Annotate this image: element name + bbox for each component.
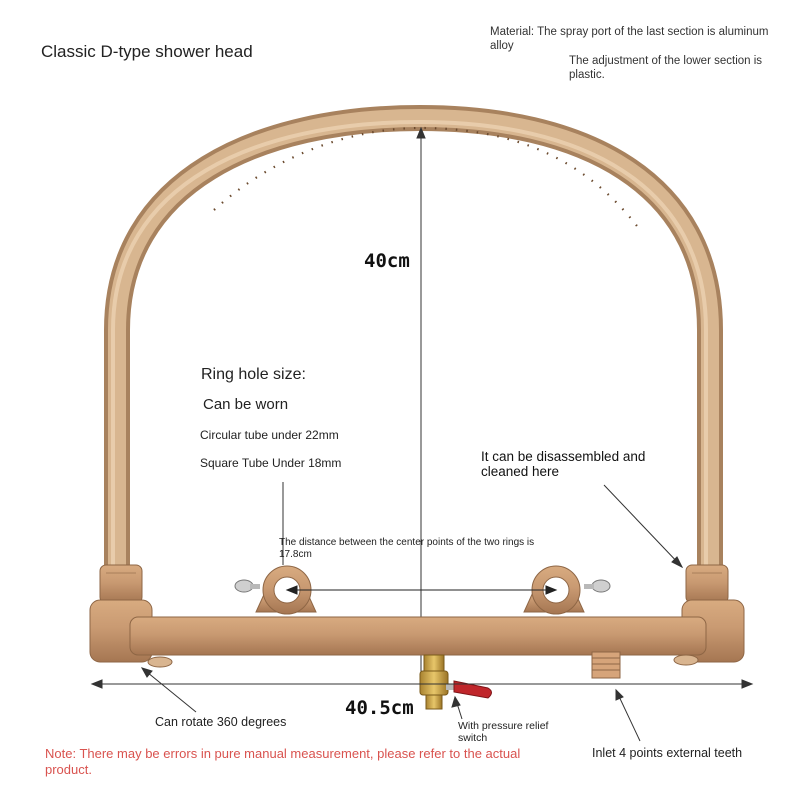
material-note-aluminum: Material: The spray port of the last sec… [490, 26, 769, 52]
spray-arc-tube [104, 104, 723, 588]
pressure-relief-valve [419, 654, 492, 710]
ring-hole-square: Square Tube Under 18mm [200, 456, 342, 470]
page-title: Classic D-type shower head [41, 42, 253, 61]
right-wing-screw [584, 579, 611, 593]
relief-leader [451, 695, 463, 720]
measurement-note: Note: There may be errors in pure manual… [45, 746, 521, 777]
inlet-callout: Inlet 4 points external teeth [592, 746, 743, 760]
height-dimension-label: 40cm [364, 250, 410, 272]
lower-plastic-bar [129, 616, 707, 656]
rotate-callout: Can rotate 360 degrees [155, 715, 287, 729]
relief-callout: With pressure relief switch [458, 720, 549, 744]
left-wing-screw [234, 579, 260, 593]
right-ring [523, 565, 585, 615]
width-dimension-label: 40.5cm [345, 697, 414, 719]
ring-distance-label: The distance between the center points o… [279, 537, 535, 560]
left-adjust-knob [99, 564, 143, 604]
inlet-leader [615, 688, 641, 742]
disassemble-callout: It can be disassembled and cleaned here [481, 449, 646, 479]
ring-distance-line [285, 585, 558, 595]
height-dimension-line [416, 126, 426, 688]
right-adjust-knob [685, 564, 729, 604]
material-note-plastic: The adjustment of the lower section is p… [569, 55, 763, 81]
ring-hole-worn: Can be worn [203, 396, 289, 413]
ring-hole-title: Ring hole size: [201, 366, 306, 383]
ring-hole-circular: Circular tube under 22mm [200, 428, 339, 442]
inlet-threaded-fitting [591, 651, 621, 679]
disassemble-leader [603, 484, 684, 569]
width-dimension-line [90, 679, 754, 689]
rotate-leader [140, 667, 197, 713]
